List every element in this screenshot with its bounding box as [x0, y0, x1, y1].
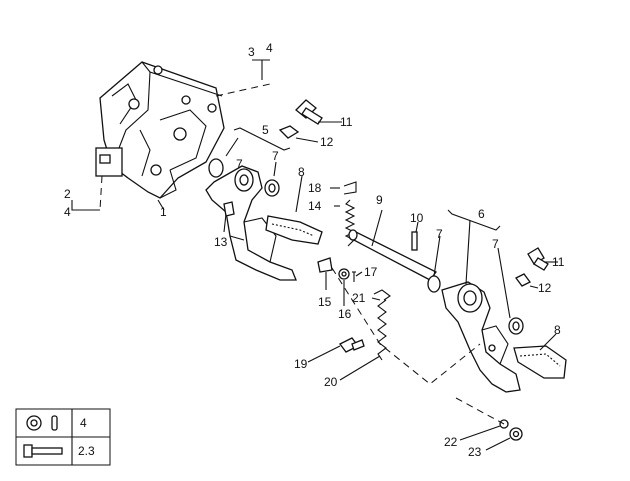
spring-14: [344, 199, 356, 247]
callout-19: 19: [294, 357, 308, 371]
callout-7-b: 7: [272, 149, 279, 163]
callout-11-right: 11: [552, 255, 565, 269]
callout-numbers: 1 2 4 3 4 5 7 7 8 11 12 13 18 14 9 10 6 …: [64, 41, 565, 459]
callout-1: 1: [160, 205, 167, 219]
bolt-11-right: [527, 247, 549, 271]
clip-21: [373, 289, 391, 301]
left-pedal-lever: [205, 158, 297, 281]
callout-23: 23: [468, 445, 482, 459]
callout-9: 9: [376, 193, 383, 207]
pin-icon: [51, 415, 58, 431]
callout-4-left: 4: [64, 205, 71, 219]
legend-row1-value: 4: [80, 416, 87, 430]
right-pedal-pad: [513, 345, 567, 379]
nut-12-left: [278, 125, 300, 139]
legend: 4 2.3: [15, 408, 111, 466]
clip-15: [317, 257, 333, 273]
callout-12-left: 12: [320, 135, 334, 149]
legend-row2-value: 2.3: [78, 444, 95, 458]
pin-10: [411, 231, 418, 251]
callout-17: 17: [364, 265, 378, 279]
callout-15: 15: [318, 295, 332, 309]
callout-10: 10: [410, 211, 424, 225]
right-pedal-lever: [427, 275, 524, 393]
callout-4-top: 4: [266, 41, 273, 55]
callout-7-d: 7: [492, 237, 499, 251]
bolt-11-left: [295, 99, 323, 125]
assembly-lines: [99, 83, 505, 425]
pedal-bracket-housing: [95, 61, 225, 199]
leader-lines: [71, 59, 558, 451]
callout-6: 6: [478, 207, 485, 221]
callout-7-c: 7: [436, 227, 443, 241]
callout-22: 22: [444, 435, 458, 449]
callout-2-left: 2: [64, 187, 71, 201]
callout-14: 14: [308, 199, 322, 213]
clip-18: [343, 181, 357, 195]
left-pedal-pad: [265, 215, 323, 245]
callout-8-left: 8: [298, 165, 305, 179]
callout-21: 21: [352, 291, 366, 305]
pin-17: [352, 271, 356, 282]
callout-5: 5: [262, 123, 269, 137]
spring-20: [377, 299, 387, 361]
bolt-icon: [23, 444, 63, 458]
pin-13: [223, 201, 235, 217]
callout-8-right: 8: [554, 323, 561, 337]
callout-18: 18: [308, 181, 322, 195]
callout-11-left: 11: [340, 115, 353, 129]
callout-20: 20: [324, 375, 338, 389]
callout-12-right: 12: [538, 281, 552, 295]
callout-3: 3: [248, 45, 255, 59]
callout-13: 13: [214, 235, 228, 249]
callout-7-a: 7: [236, 157, 243, 171]
washer-icon: [26, 415, 42, 431]
bolt-19: [339, 337, 365, 353]
nut-12-right: [515, 273, 531, 287]
nut-23: [509, 427, 523, 441]
callout-16: 16: [338, 307, 352, 321]
nut-16: [338, 268, 350, 280]
cross-shaft: [348, 229, 437, 281]
